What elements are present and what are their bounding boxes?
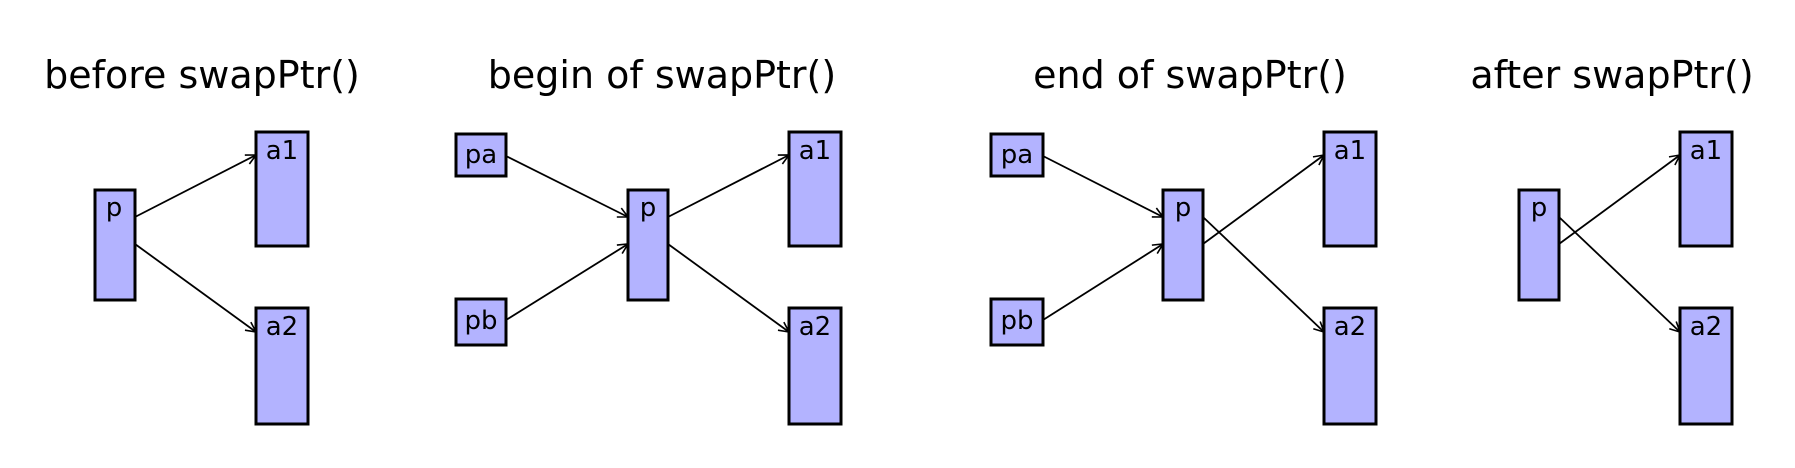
node-a2: a2: [1678, 306, 1734, 426]
arrow-p-to-a2: [134, 243, 256, 332]
node-pa: pa: [454, 132, 508, 178]
arrow-pb-to-p: [505, 244, 628, 321]
arrow-p-to-a2: [1202, 216, 1324, 332]
panel-after: after swapPtr() p a1 a2: [1470, 53, 1754, 426]
panel-title: end of swapPtr(): [1033, 53, 1347, 97]
svg-text:pa: pa: [465, 140, 497, 170]
node-p: p: [626, 188, 670, 302]
svg-text:a1: a1: [1690, 136, 1722, 166]
node-a2: a2: [1322, 306, 1378, 426]
arrow-p-to-a1: [1558, 155, 1680, 245]
arrow-p-to-a2: [667, 243, 789, 332]
svg-text:a1: a1: [1334, 136, 1366, 166]
arrow-p-to-a2: [1558, 216, 1680, 332]
arrow-p-to-a1: [1202, 155, 1324, 245]
svg-text:a1: a1: [266, 136, 298, 166]
svg-text:pb: pb: [464, 306, 497, 336]
panel-before: before swapPtr() p a1 a2: [44, 53, 360, 426]
svg-text:a2: a2: [1690, 312, 1722, 342]
panel-title: before swapPtr(): [44, 53, 360, 97]
node-pb: pb: [454, 297, 508, 347]
svg-text:p: p: [1175, 193, 1192, 223]
svg-text:pb: pb: [1000, 306, 1033, 336]
arrow-pa-to-p: [505, 155, 628, 218]
node-p: p: [1517, 188, 1561, 302]
node-a1: a1: [1322, 130, 1378, 248]
node-pa: pa: [989, 132, 1045, 178]
node-a1: a1: [254, 130, 310, 248]
node-p: p: [93, 188, 137, 302]
svg-text:a2: a2: [1334, 312, 1366, 342]
node-a2: a2: [254, 306, 310, 426]
arrow-p-to-a1: [134, 155, 256, 218]
node-p: p: [1161, 188, 1205, 302]
svg-text:pa: pa: [1001, 140, 1033, 170]
panel-title: after swapPtr(): [1470, 53, 1753, 97]
node-a2: a2: [787, 306, 843, 426]
panel-title: begin of swapPtr(): [488, 53, 836, 97]
svg-text:p: p: [640, 193, 657, 223]
svg-text:p: p: [1531, 193, 1548, 223]
panel-end: end of swapPtr() pa pb p a1 a2: [989, 53, 1378, 426]
svg-text:a2: a2: [266, 312, 298, 342]
svg-text:p: p: [106, 193, 123, 223]
arrow-pb-to-p: [1042, 244, 1163, 321]
node-a1: a1: [1678, 130, 1734, 248]
svg-text:a2: a2: [799, 312, 831, 342]
node-pb: pb: [989, 297, 1045, 347]
arrow-pa-to-p: [1042, 155, 1163, 217]
svg-text:a1: a1: [799, 136, 831, 166]
node-a1: a1: [787, 130, 843, 248]
arrow-p-to-a1: [667, 155, 789, 218]
panel-begin: begin of swapPtr() pa pb p a1 a2: [454, 53, 843, 426]
